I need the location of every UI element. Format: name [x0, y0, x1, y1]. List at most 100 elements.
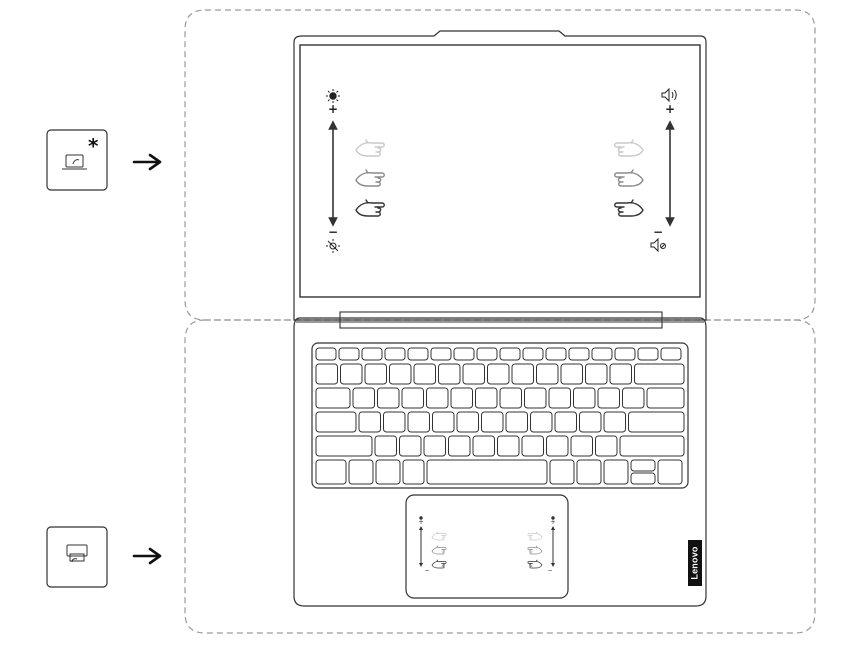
keyboard-key [591, 347, 613, 361]
keyboard-key [402, 459, 425, 485]
keyboard-key [399, 435, 422, 457]
keyboard-key [374, 435, 397, 457]
screen-region-outline [184, 9, 816, 321]
keyboard-key [560, 363, 583, 385]
laptop-touchpad-icon [66, 544, 88, 563]
keyboard-key [426, 459, 548, 485]
touchpad-volume-up-icon [551, 516, 555, 520]
keyboard-key [476, 347, 498, 361]
brand-logo [688, 540, 702, 586]
keyboard-key [536, 363, 559, 385]
volume-gesture [614, 87, 677, 253]
keyboard-key [597, 387, 620, 409]
keyboard-key [628, 411, 685, 433]
keyboard-key [407, 347, 429, 361]
keyboard-key [546, 435, 569, 457]
keyboard-key [521, 435, 544, 457]
brand-logo-text: Lenovo [690, 545, 701, 580]
keyboard-key [619, 435, 685, 457]
keyboard-key [614, 347, 636, 361]
keyboard-key [315, 363, 338, 385]
keyboard-key [430, 347, 452, 361]
brightness-minus-sign: − [327, 225, 339, 239]
volume-plus-sign: + [664, 102, 676, 116]
brightness-high-icon [326, 89, 340, 103]
keyboard-key [603, 411, 626, 433]
keyboard-key [456, 411, 479, 433]
touchpad-left-plus: + [418, 519, 424, 526]
hand-swipe-right-2 [614, 169, 644, 187]
keyboard-key [524, 387, 547, 409]
volume-up-icon [661, 87, 677, 103]
keyboard-key [609, 363, 632, 385]
hand-swipe-right-3 [614, 199, 644, 217]
keyboard-key [472, 435, 495, 457]
arrow-right-icon [132, 153, 162, 171]
volume-mute-icon [650, 237, 666, 253]
keyboard-key [315, 411, 357, 433]
keyboard-key [499, 387, 522, 409]
keyboard-key [505, 411, 528, 433]
touchpad-right-gesture [527, 516, 555, 569]
touchpad-function-key[interactable] [46, 526, 108, 588]
display-screen [299, 44, 701, 298]
touchscreen-function-key[interactable] [46, 129, 108, 191]
touchpad [405, 494, 569, 599]
keyboard-key [646, 387, 685, 409]
hand-swipe-left-2 [355, 169, 385, 187]
brightness-gesture [326, 89, 385, 253]
keyboard-key [364, 363, 387, 385]
keyboard-key [413, 363, 436, 385]
keyboard-key [522, 347, 544, 361]
volume-minus-sign: − [652, 225, 664, 239]
keyboard-key [497, 435, 520, 457]
hand-swipe-left-1 [355, 139, 385, 157]
touchpad-left-gesture [419, 516, 447, 569]
keyboard-key [377, 387, 400, 409]
keyboard-key [630, 472, 656, 485]
keyboard-key [340, 363, 363, 385]
hand-swipe-left-3 [355, 199, 385, 217]
keyboard-key [660, 347, 682, 361]
keyboard-key [603, 459, 629, 485]
keyboard-key [475, 387, 498, 409]
keyboard-key [438, 363, 461, 385]
keyboard-key [423, 435, 446, 457]
keyboard-key [585, 363, 608, 385]
keyboard-key [634, 363, 685, 385]
keyboard-key [383, 411, 406, 433]
keyboard-key [481, 411, 504, 433]
keyboard-key [448, 435, 471, 457]
laptop-lid [293, 30, 707, 321]
keyboard-key [570, 435, 593, 457]
keyboard-key [511, 363, 534, 385]
touchpad-right-minus: − [547, 567, 553, 574]
keyboard-keys [315, 347, 685, 485]
keyboard-key [315, 387, 351, 409]
base-region-outline [184, 319, 816, 634]
touchpad-right-plus: + [550, 519, 556, 526]
keyboard-key [487, 363, 510, 385]
arrow-right-icon [132, 547, 162, 565]
keyboard-key [426, 387, 449, 409]
keyboard-key [348, 459, 374, 485]
keyboard-key [554, 411, 577, 433]
keyboard-key [450, 387, 473, 409]
keyboard-key [375, 459, 401, 485]
hand-swipe-right-1 [614, 139, 644, 157]
asterisk-note: * [88, 134, 99, 158]
brightness-plus-sign: + [327, 102, 339, 116]
keyboard-key [630, 459, 656, 472]
keyboard-key [579, 411, 602, 433]
keyboard-key [389, 363, 412, 385]
keyboard-key [462, 363, 485, 385]
keyboard-key [637, 347, 659, 361]
keyboard-key [315, 459, 347, 485]
touchpad-brightness-high-icon [419, 516, 423, 520]
keyboard-key [530, 411, 553, 433]
keyboard-key [432, 411, 455, 433]
keyboard-key [622, 387, 645, 409]
keyboard-key [315, 435, 373, 457]
keyboard-key [657, 459, 683, 485]
